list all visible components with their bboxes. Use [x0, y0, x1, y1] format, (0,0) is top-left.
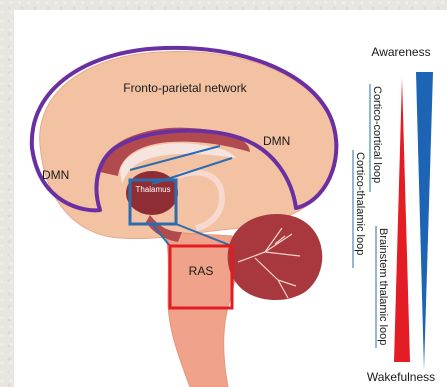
cerebellum: [228, 214, 323, 300]
cortico-thalamic-group: Cortico-thalamic loop: [353, 150, 366, 268]
cortico-thalamic-label: Cortico-thalamic loop: [354, 152, 366, 255]
brainstem-thalamic-group: Brainstem thalamic loop: [376, 226, 389, 348]
cortico-cortical-group: Cortico-cortical loop: [370, 84, 383, 192]
dmn-right-label: DMN: [263, 134, 290, 148]
wakefulness-label: Wakefulness: [367, 370, 435, 384]
thalamus-label: Thalamus: [135, 185, 170, 194]
awareness-bar: [416, 72, 433, 370]
cortico-cortical-label: Cortico-cortical loop: [371, 86, 383, 183]
brainstem-thalamic-label: Brainstem thalamic loop: [377, 228, 389, 345]
ras-label: RAS: [189, 264, 214, 278]
dmn-left-label: DMN: [42, 168, 69, 182]
wakefulness-bar: [394, 78, 410, 362]
fronto-parietal-label: Fronto-parietal network: [123, 81, 247, 95]
awareness-label: Awareness: [371, 45, 430, 59]
